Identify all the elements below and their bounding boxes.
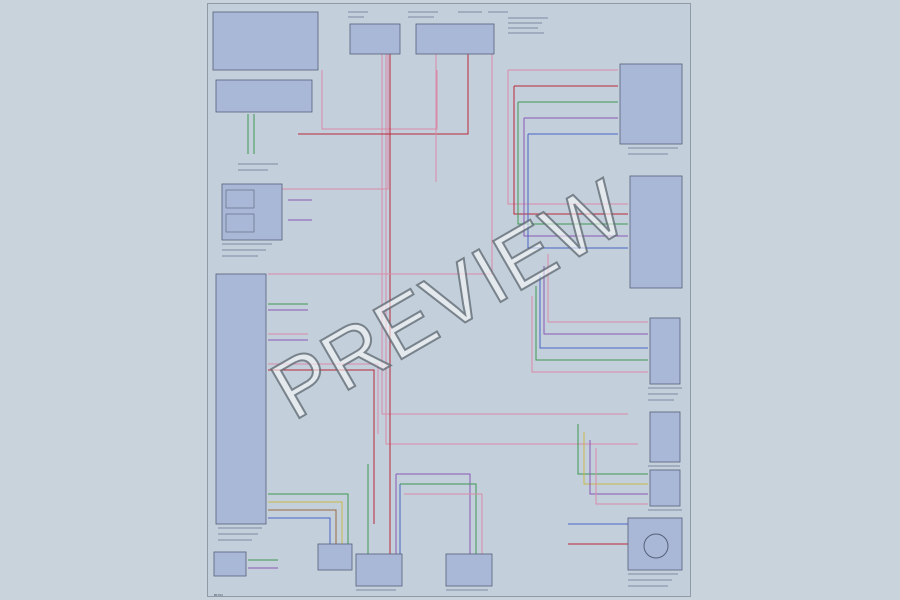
wire-pink	[268, 54, 389, 190]
wire-pink	[547, 254, 648, 323]
wire-violet	[523, 118, 628, 237]
label-stub	[222, 163, 278, 257]
wire-pink	[268, 54, 493, 275]
wire-violet	[396, 473, 471, 554]
wire-green	[577, 424, 648, 475]
bottom-sensor-b	[355, 553, 403, 587]
wire-brown	[268, 509, 337, 544]
wire-pink	[385, 54, 638, 445]
motor-symbol	[643, 533, 669, 559]
label-stub	[218, 527, 488, 591]
label-stub	[508, 17, 548, 34]
main-control-module	[215, 273, 267, 525]
wire-green	[535, 286, 648, 361]
top-left-fuse-box	[212, 11, 319, 71]
page-id: B1764	[214, 593, 223, 597]
inner-box	[225, 213, 255, 233]
wire-violet	[589, 440, 648, 495]
bottom-left-ground	[213, 551, 247, 577]
right-mid-module	[649, 317, 681, 385]
wire-blue	[527, 134, 628, 249]
wire-green	[400, 483, 477, 554]
schematic-sheet: B1764	[207, 3, 691, 597]
left-control-unit	[215, 79, 313, 113]
label-stub	[628, 465, 682, 587]
label-stub	[628, 147, 682, 401]
modules	[212, 11, 683, 587]
wires	[247, 54, 648, 569]
right-bottom-motor	[627, 517, 683, 571]
wire-pink	[507, 70, 628, 205]
wire-red	[298, 54, 469, 135]
bottom-sensor-c	[445, 553, 493, 587]
right-small-sensor	[649, 469, 681, 507]
wire-yellow	[268, 501, 343, 544]
right-gateway-module	[629, 175, 683, 289]
top-center-connector	[349, 23, 401, 55]
wire-yellow	[583, 432, 648, 485]
wiring-diagram: B1764	[212, 11, 683, 597]
bottom-sensor-a	[317, 543, 353, 571]
wire-pink	[595, 448, 648, 505]
top-right-connector	[415, 23, 495, 55]
wire-pink	[321, 70, 438, 130]
label-stub	[348, 11, 508, 18]
illegible-labels	[218, 11, 682, 591]
wire-pink	[531, 296, 648, 373]
wire-violet	[543, 266, 648, 335]
wire-green	[268, 493, 349, 544]
left-sensor-module	[221, 183, 283, 241]
wire-green	[517, 102, 628, 225]
wire-blue	[539, 276, 648, 349]
right-gauge-top	[619, 63, 683, 145]
wire-pink	[381, 54, 628, 415]
inner-box	[225, 189, 255, 209]
wire-red	[268, 369, 375, 524]
right-lower-sensor	[649, 411, 681, 463]
wire-red	[513, 86, 628, 215]
wire-blue	[268, 517, 331, 544]
wire-pink	[268, 363, 379, 434]
wire-pink	[404, 493, 483, 554]
